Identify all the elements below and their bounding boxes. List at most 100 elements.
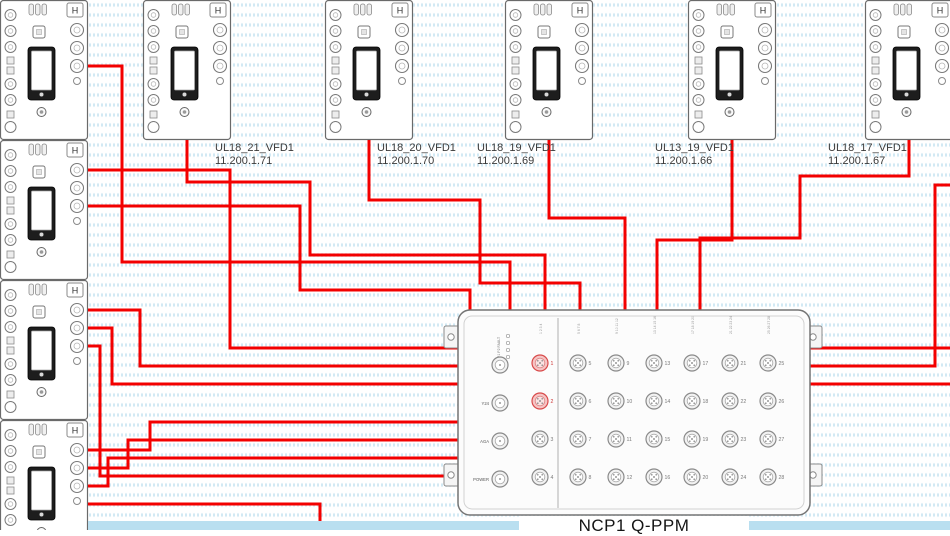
port-connector bbox=[217, 78, 224, 85]
aux-connector-label: AGA bbox=[480, 439, 489, 444]
status-led bbox=[506, 341, 509, 344]
terminal-block bbox=[332, 57, 339, 64]
terminal-block bbox=[695, 111, 702, 118]
dip-switch bbox=[42, 4, 47, 15]
terminal-block bbox=[512, 67, 519, 74]
device-label[interactable]: UL13_19_VFD1 11.200.1.66 bbox=[655, 142, 734, 168]
terminal-block bbox=[7, 251, 14, 258]
port-number: 25 bbox=[779, 361, 785, 367]
aux-connector-label: Y24 bbox=[482, 401, 490, 406]
port-number: 12 bbox=[627, 475, 633, 481]
port-number: 16 bbox=[665, 475, 671, 481]
port-column-label: 21 22 23 24 bbox=[729, 316, 733, 334]
device-ip: 11.200.1.66 bbox=[655, 155, 734, 168]
dip-switch bbox=[907, 4, 912, 15]
port-connector bbox=[5, 262, 16, 273]
wire[interactable] bbox=[88, 440, 458, 468]
io-module-label[interactable]: NCP1 Q-PPM bbox=[519, 516, 749, 536]
dip-switch bbox=[179, 4, 184, 15]
dip-switch bbox=[172, 4, 177, 15]
dip-switch bbox=[29, 4, 34, 15]
device-tag: UL18_20_VFD1 bbox=[377, 142, 456, 155]
dip-switch bbox=[36, 284, 41, 295]
device-corner-label: H bbox=[72, 146, 79, 156]
vfd-device-symbol[interactable]: H bbox=[1, 281, 88, 420]
port-connector bbox=[693, 122, 704, 133]
port-connector bbox=[74, 358, 81, 365]
terminal-block bbox=[695, 67, 702, 74]
wire[interactable] bbox=[810, 185, 950, 366]
wire[interactable] bbox=[88, 422, 458, 450]
vfd-device-symbol[interactable]: H bbox=[1, 421, 88, 531]
port-number: 20 bbox=[703, 475, 709, 481]
dip-switch bbox=[29, 424, 34, 435]
port-number: 4 bbox=[551, 475, 554, 481]
terminal-block bbox=[7, 67, 14, 74]
device-label[interactable]: UL18_21_VFD1 11.200.1.71 bbox=[215, 142, 294, 168]
vfd-device-symbol[interactable]: H bbox=[144, 1, 231, 140]
status-led bbox=[506, 355, 509, 358]
status-led bbox=[506, 334, 509, 337]
port-connector bbox=[330, 122, 341, 133]
vfd-device-symbol[interactable]: H bbox=[1, 1, 88, 140]
status-labels: P1 P2 FAULT bbox=[497, 336, 501, 358]
device-ip: 11.200.1.71 bbox=[215, 155, 294, 168]
port-number: 22 bbox=[741, 399, 747, 405]
terminal-block bbox=[7, 197, 14, 204]
dip-switch bbox=[29, 144, 34, 155]
vfd-device-symbol[interactable]: H bbox=[1, 141, 88, 280]
dip-switch bbox=[547, 4, 552, 15]
device-label[interactable]: UL18_17_VFD1 11.200.1.67 bbox=[828, 142, 907, 168]
device-label[interactable]: UL18_19_VFD1 11.200.1.69 bbox=[477, 142, 556, 168]
dip-switch bbox=[29, 284, 34, 295]
port-number: 9 bbox=[627, 361, 630, 367]
terminal-block bbox=[872, 111, 879, 118]
terminal-block bbox=[7, 207, 14, 214]
device-tag: UL18_19_VFD1 bbox=[477, 142, 556, 155]
port-number: 23 bbox=[741, 437, 747, 443]
port-connector bbox=[74, 498, 81, 505]
terminal-block bbox=[512, 57, 519, 64]
dip-switch bbox=[42, 144, 47, 155]
port-column-label: 9 10 11 12 bbox=[615, 318, 619, 334]
vfd-device-symbol[interactable]: H bbox=[506, 1, 593, 140]
vfd-device-symbol[interactable]: H bbox=[326, 1, 413, 140]
device-corner-label: H bbox=[72, 286, 79, 296]
port-number: 14 bbox=[665, 399, 671, 405]
vfd-device-symbol[interactable]: H bbox=[866, 1, 950, 140]
wire[interactable] bbox=[88, 458, 458, 486]
wire[interactable] bbox=[88, 170, 458, 348]
vfd-device-symbol[interactable]: H bbox=[689, 1, 776, 140]
port-connector bbox=[762, 78, 769, 85]
terminal-block bbox=[695, 57, 702, 64]
terminal-block bbox=[332, 67, 339, 74]
wire[interactable] bbox=[88, 328, 458, 384]
port-number: 18 bbox=[703, 399, 709, 405]
port-number: 3 bbox=[551, 437, 554, 443]
device-corner-label: H bbox=[760, 6, 767, 16]
wire[interactable] bbox=[549, 140, 625, 310]
dip-switch bbox=[724, 4, 729, 15]
device-label[interactable]: UL18_20_VFD1 11.200.1.70 bbox=[377, 142, 456, 168]
device-ip: 11.200.1.69 bbox=[477, 155, 556, 168]
dip-switch bbox=[361, 4, 366, 15]
dip-switch bbox=[42, 284, 47, 295]
port-number: 13 bbox=[665, 361, 671, 367]
device-corner-label: H bbox=[72, 6, 79, 16]
dip-switch bbox=[730, 4, 735, 15]
port-connector bbox=[510, 122, 521, 133]
dip-switch bbox=[541, 4, 546, 15]
dip-switch bbox=[367, 4, 372, 15]
wire[interactable] bbox=[88, 206, 470, 310]
device-corner-label: H bbox=[577, 6, 584, 16]
dip-switch bbox=[36, 4, 41, 15]
terminal-block bbox=[7, 57, 14, 64]
dip-switch bbox=[354, 4, 359, 15]
dip-switch bbox=[36, 424, 41, 435]
port-number: 21 bbox=[741, 361, 747, 367]
wire[interactable] bbox=[88, 310, 458, 366]
port-number: 28 bbox=[779, 475, 785, 481]
aux-connector-label: POWER bbox=[473, 477, 489, 482]
